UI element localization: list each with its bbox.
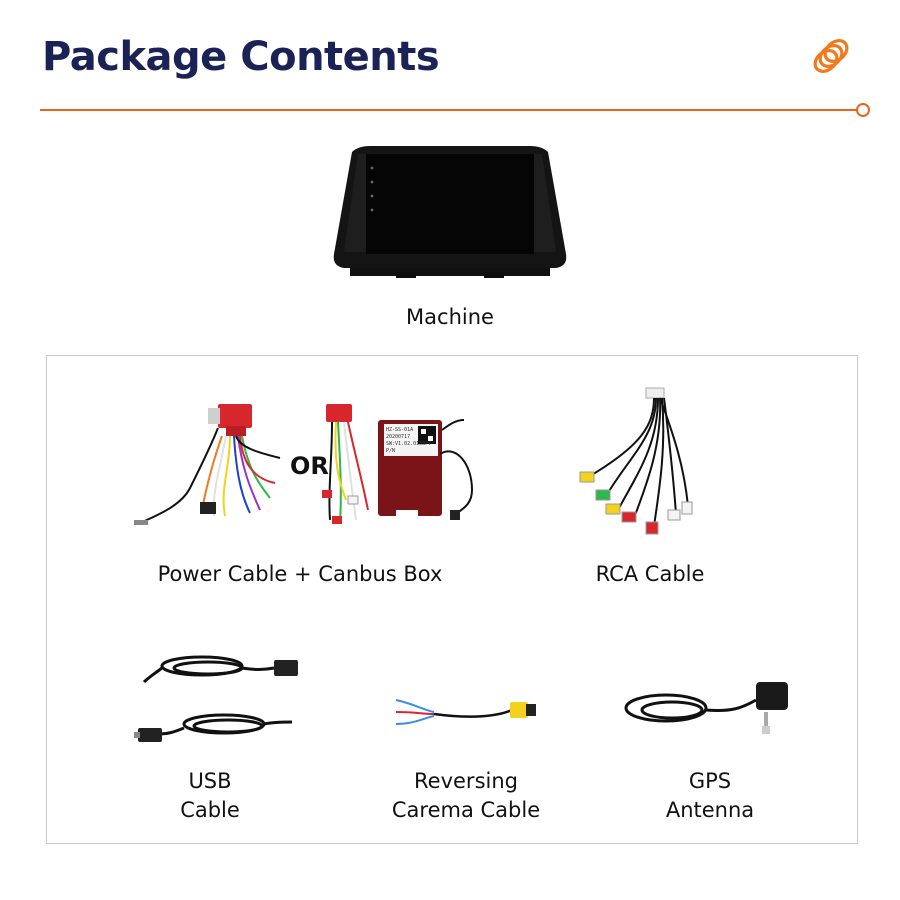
- sticker-line: SW:V1.02.013BPT: [386, 441, 432, 447]
- gps-antenna-image: [624, 682, 788, 734]
- gps-antenna-label: GPS Antenna: [630, 767, 790, 825]
- orange-coil-logo-icon: [813, 39, 849, 73]
- rca-cable-label: RCA Cable: [595, 562, 705, 586]
- sticker-line: 20200717: [386, 434, 411, 440]
- contents-panel: [46, 355, 858, 844]
- machine-label: Machine: [406, 305, 494, 329]
- gps-antenna-label-line: Antenna: [665, 798, 755, 822]
- gps-antenna-label-line: GPS: [688, 769, 732, 793]
- canbus-box-image: [378, 419, 474, 520]
- page-title: Package Contents: [42, 34, 440, 80]
- alternate-harness-image: [322, 404, 369, 524]
- reversing-camera-cable-label: Reversing Carema Cable: [366, 767, 566, 825]
- reversing-cable-label-line: Reversing: [414, 769, 518, 793]
- usb-cable-image: [134, 655, 298, 742]
- reversing-cable-label-line: Carema Cable: [391, 798, 541, 822]
- power-cable-label: Power Cable + Canbus Box: [157, 562, 443, 586]
- reversing-camera-cable-image: [395, 699, 536, 725]
- sticker-line: HZ-SS-01A: [386, 427, 414, 433]
- canbus-sticker-text: HZ-SS-01A 20200717 SW:V1.02.013BPT P/N: [386, 427, 432, 455]
- power-cable-harness-image: [134, 404, 281, 525]
- sticker-line: P/N: [386, 448, 396, 454]
- usb-cable-label-line: Cable: [180, 798, 240, 822]
- header-divider: [40, 109, 858, 111]
- divider-end-dot: [856, 103, 870, 117]
- usb-cable-label: USB Cable: [130, 767, 290, 825]
- rca-cable-image: [579, 387, 693, 535]
- usb-cable-label-line: USB: [188, 769, 232, 793]
- head-unit-machine-image: [333, 146, 567, 278]
- or-label: OR: [290, 452, 329, 480]
